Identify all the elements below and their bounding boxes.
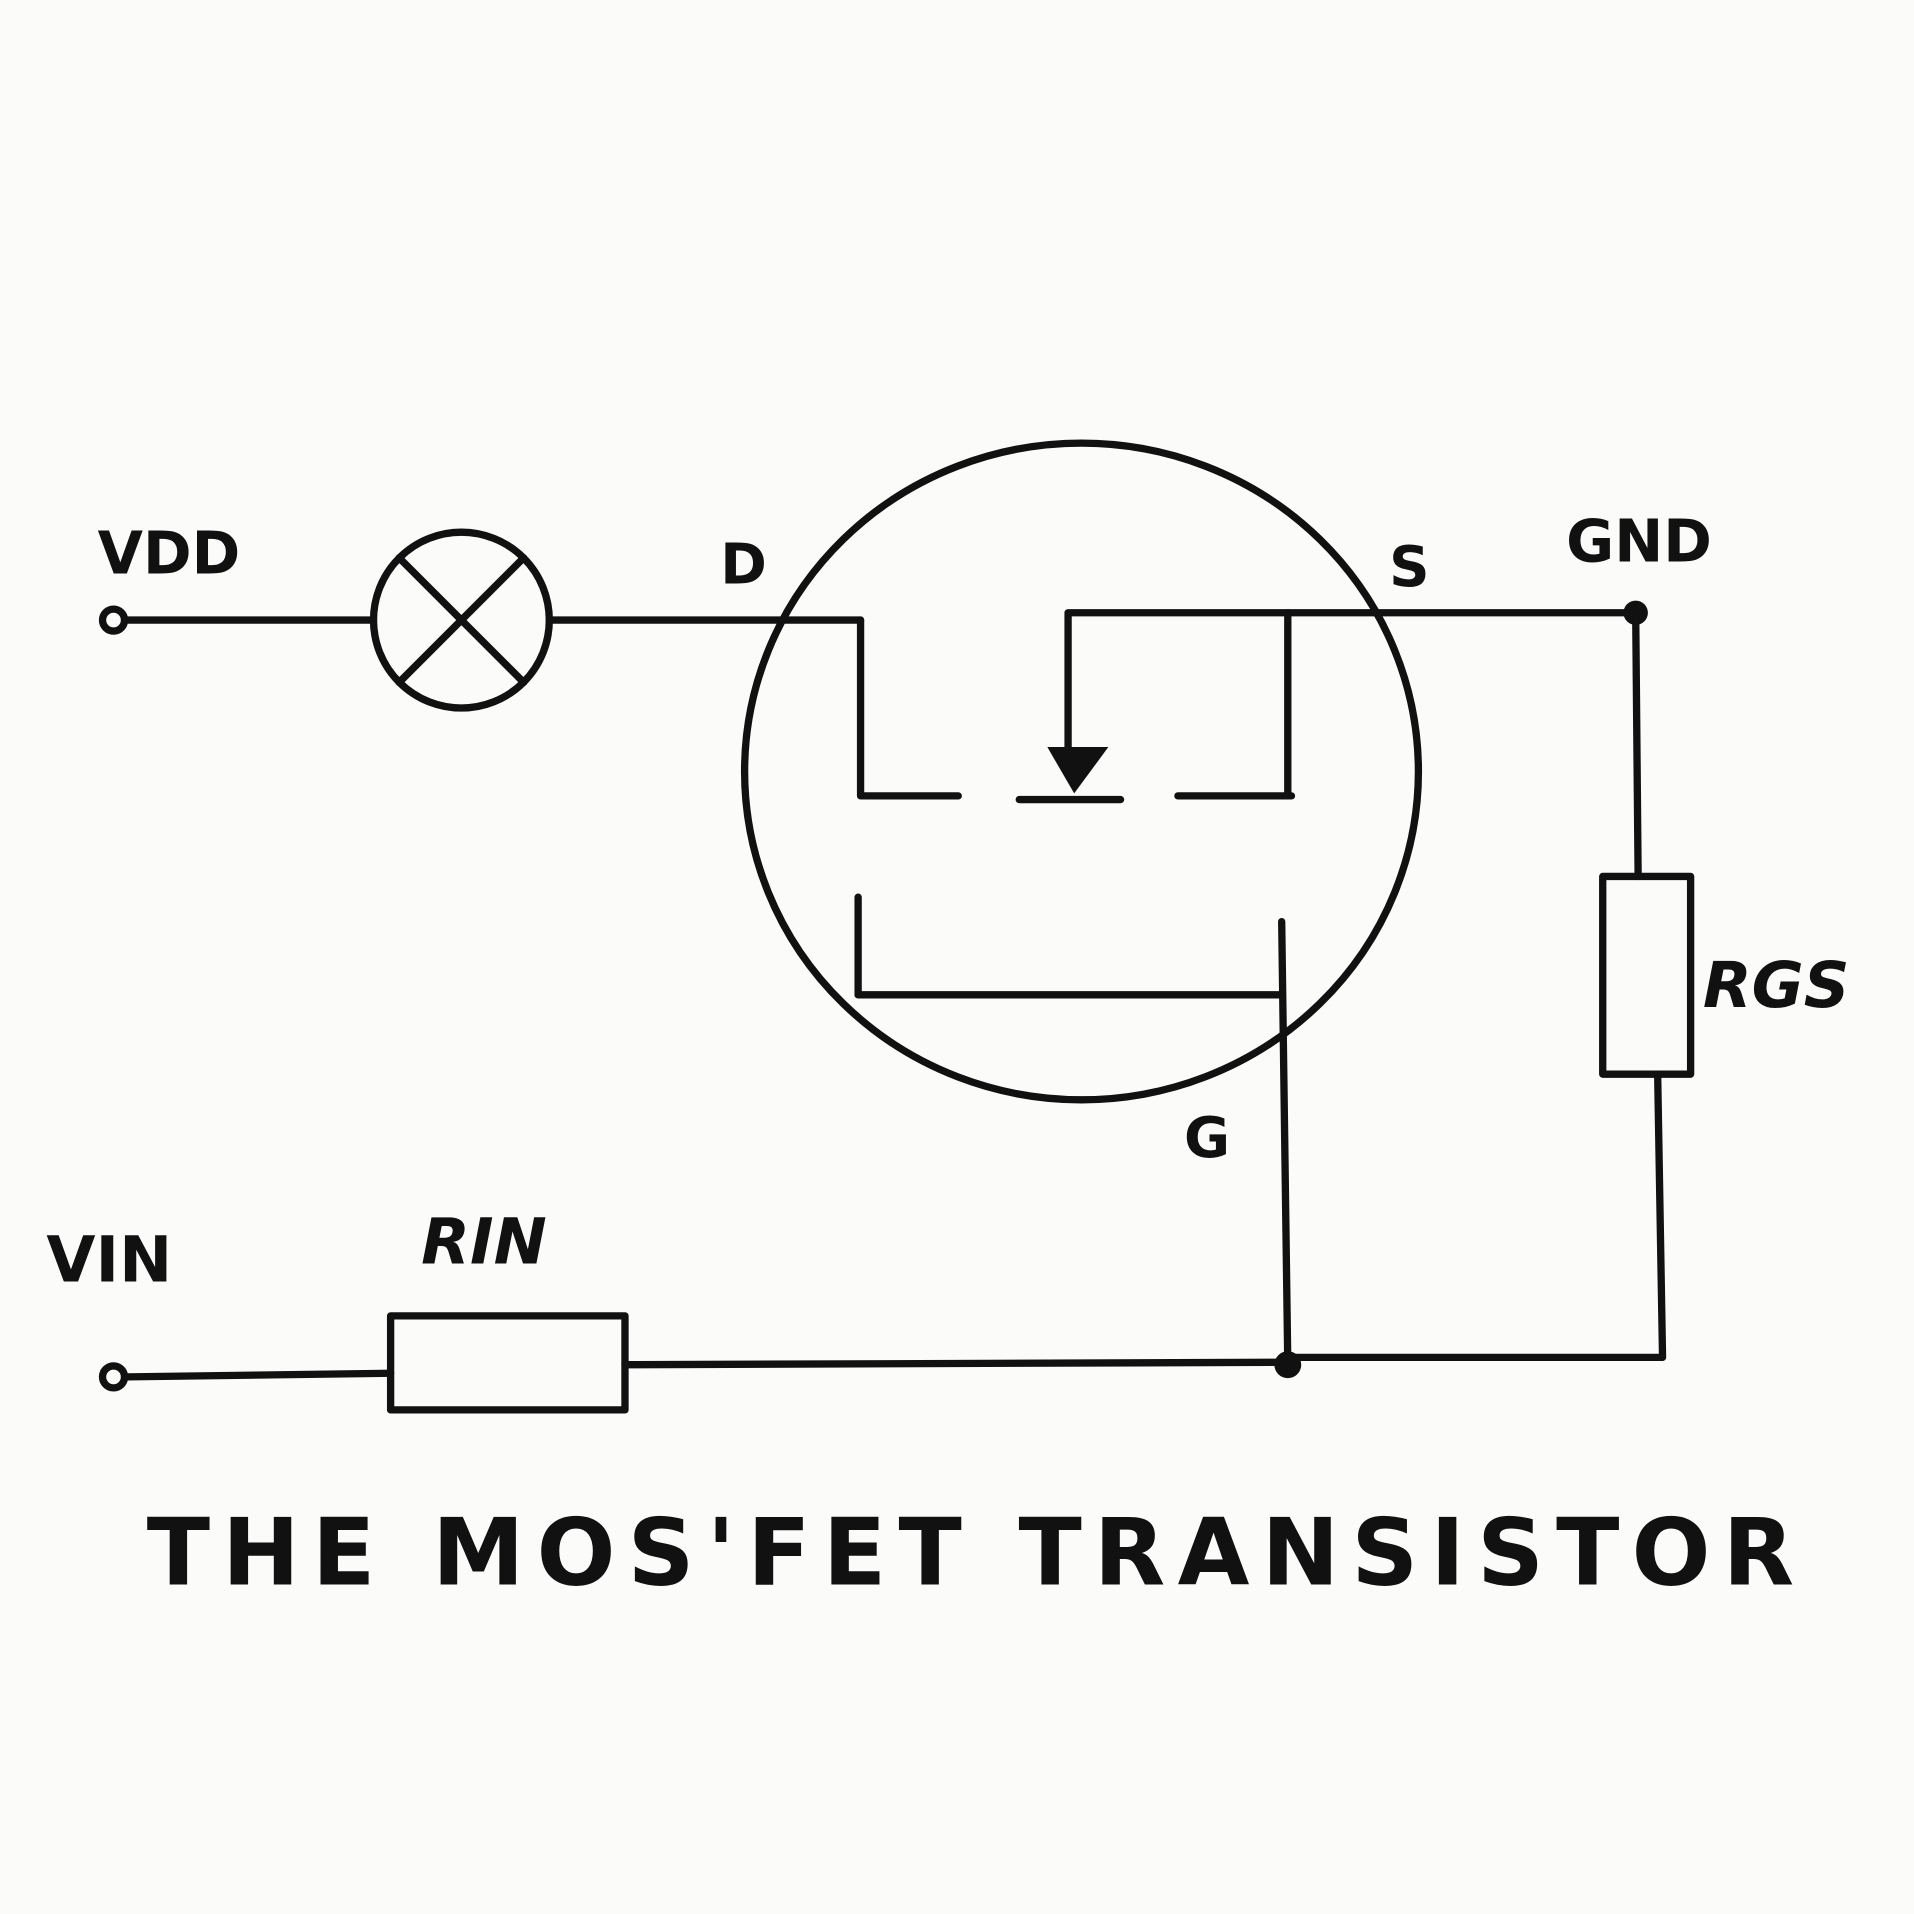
arrow-icon: [1047, 747, 1109, 794]
lamp-icon: [369, 528, 553, 712]
wire-rin-gate: [621, 1358, 1292, 1369]
wire-vin-rin: [120, 1369, 395, 1381]
rgs-label: RGS: [1703, 948, 1850, 1022]
resistor-rgs: [1599, 872, 1695, 1078]
gate-label: G: [1184, 1106, 1230, 1171]
drain-label: D: [720, 532, 767, 597]
rin-label: RIN: [421, 1204, 547, 1278]
diagram-title: THE MOS'FET TRANSISTOR: [147, 1498, 1807, 1606]
vdd-label: VDD: [98, 520, 241, 588]
gnd-label: GND: [1566, 508, 1712, 576]
vin-label: VIN: [46, 1223, 172, 1297]
wire-gnd-rgs: [1632, 609, 1642, 881]
wire-rgs-gate: [1284, 1070, 1667, 1362]
source-label: S: [1389, 535, 1429, 600]
mosfet-symbol: [740, 439, 1640, 1369]
resistor-rin: [386, 1312, 629, 1414]
